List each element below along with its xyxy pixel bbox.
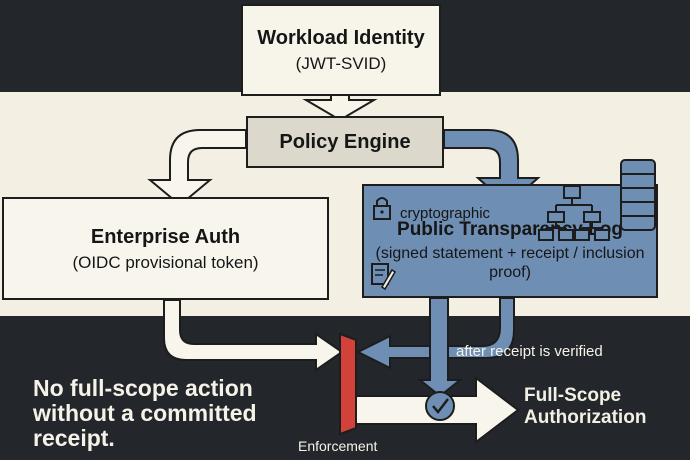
arrow-enterprise-to-enforcement bbox=[163, 299, 344, 372]
enforcement-gate bbox=[339, 332, 357, 436]
hierarchy-tree-icon bbox=[538, 185, 610, 241]
policy-engine-node: Policy Engine bbox=[246, 116, 444, 168]
enterprise-auth-node: Enterprise Auth (OIDC provisional token) bbox=[2, 197, 329, 300]
enterprise-sub: (OIDC provisional token) bbox=[72, 252, 259, 272]
cryptographic-badge: cryptographic bbox=[400, 205, 491, 222]
enterprise-title: Enterprise Auth bbox=[90, 225, 241, 248]
receipt-verified-label: after receipt is verified bbox=[456, 343, 603, 360]
workload-identity-node: Workload Identity (JWT-SVID) bbox=[241, 4, 441, 96]
edit-document-icon bbox=[371, 263, 397, 291]
arrow-log-to-enforcement bbox=[355, 297, 515, 370]
arrow-log-to-verify bbox=[417, 297, 463, 398]
arrow-policy-to-enterprise bbox=[147, 129, 247, 207]
caption: No full-scope action without a committed… bbox=[33, 375, 257, 451]
fullscope-label: Full-Scope Authorization bbox=[524, 385, 647, 428]
workload-title: Workload Identity bbox=[257, 27, 425, 49]
policy-title: Policy Engine bbox=[279, 131, 411, 153]
enforcement-label: Enforcement bbox=[298, 438, 378, 454]
database-icon bbox=[620, 159, 656, 231]
lock-icon bbox=[373, 197, 391, 220]
translog-sub: (signed statement + receipt / inclusion … bbox=[375, 245, 645, 281]
checkmark-circle-icon bbox=[425, 391, 455, 421]
workload-sub: (JWT-SVID) bbox=[295, 54, 387, 73]
